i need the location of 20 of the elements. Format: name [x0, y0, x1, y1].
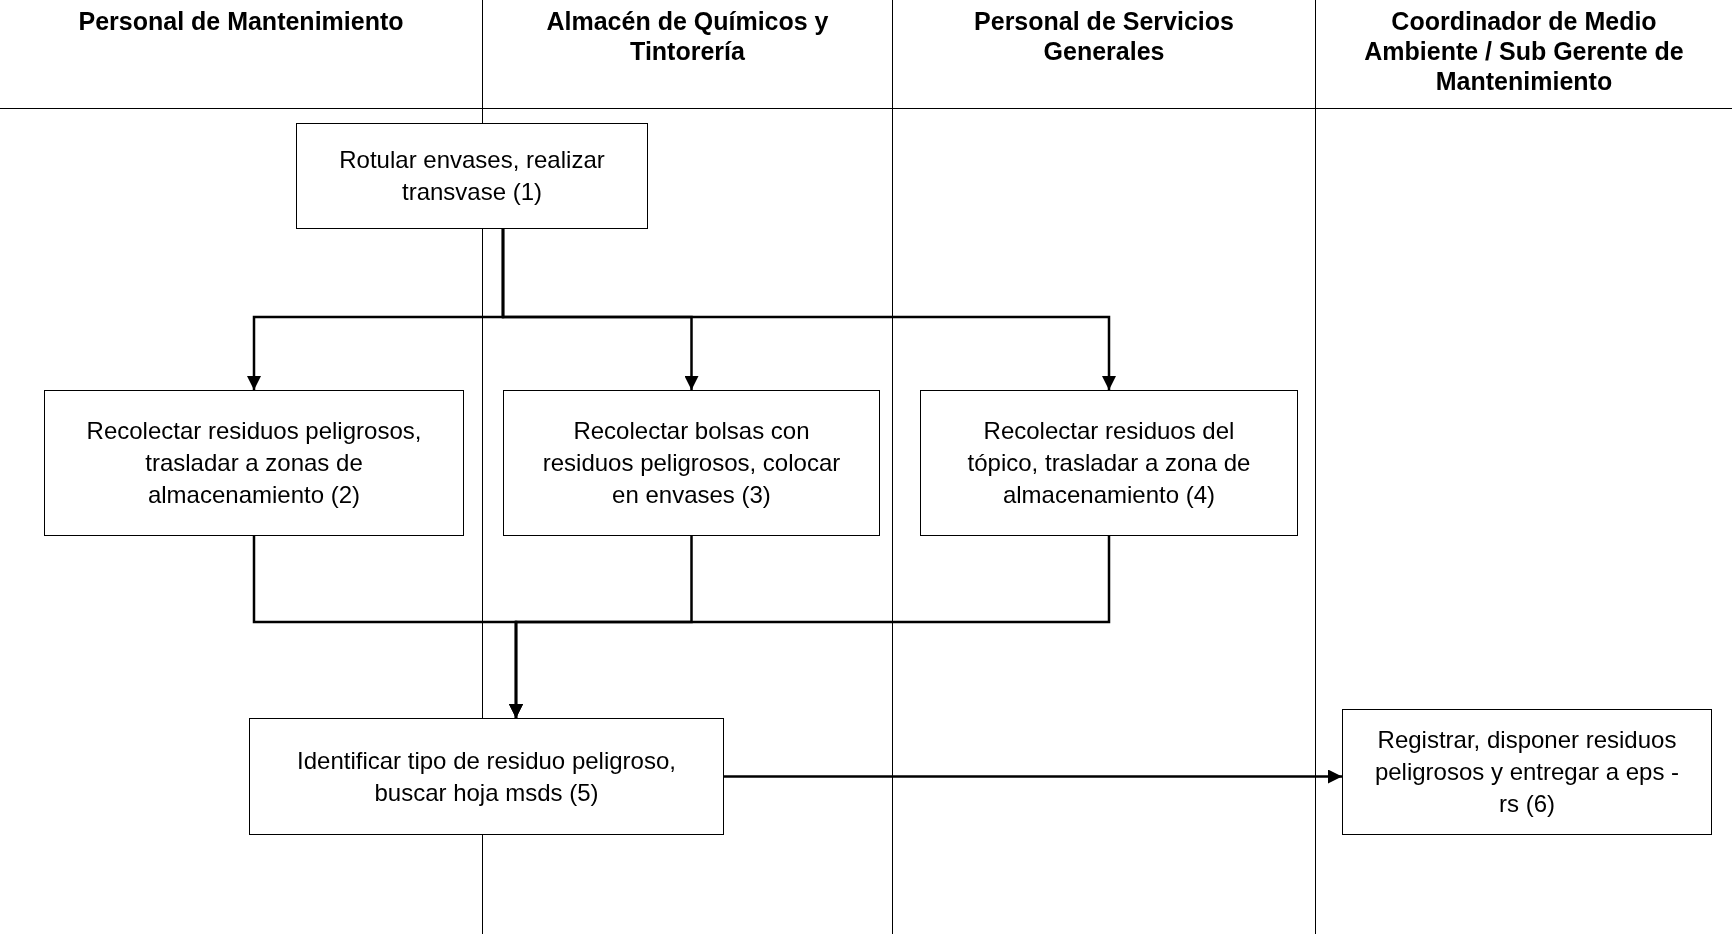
lane-header: Coordinador de Medio Ambiente / Sub Gerente de Mantenimiento: [1316, 0, 1732, 109]
lane-header: Personal de Servicios Generales: [893, 0, 1315, 109]
lane-header: Almacén de Químicos y Tintorería: [483, 0, 892, 109]
process-box: [503, 390, 880, 536]
process-text: Recolectar bolsas con residuos peligrosos, colocar en envases (3): [541, 416, 842, 510]
process-box: [920, 390, 1298, 536]
arrow: [509, 536, 1111, 718]
process-box: [296, 123, 648, 229]
process-text: Identificar tipo de residuo peligroso, buscar hoja msds (5): [296, 745, 677, 808]
process-box: [249, 718, 724, 835]
process-text: Registrar, disponer residuos peligrosos y entregar a eps - rs (6): [1373, 725, 1681, 819]
process-box: [1342, 709, 1712, 835]
process-text: Recolectar residuos del tópico, trasladar a zona de almacenamiento (4): [966, 416, 1252, 510]
arrow: [501, 229, 1116, 390]
process-text: Recolectar residuos peligrosos, trasladar a zonas de almacenamiento (2): [85, 416, 423, 510]
arrow: [724, 769, 1342, 784]
process-box: [44, 390, 464, 536]
lane-header: Personal de Mantenimiento: [0, 0, 482, 109]
process-text: Rotular envases, realizar transvase (1): [338, 145, 606, 207]
swimlane: [893, 0, 1316, 934]
